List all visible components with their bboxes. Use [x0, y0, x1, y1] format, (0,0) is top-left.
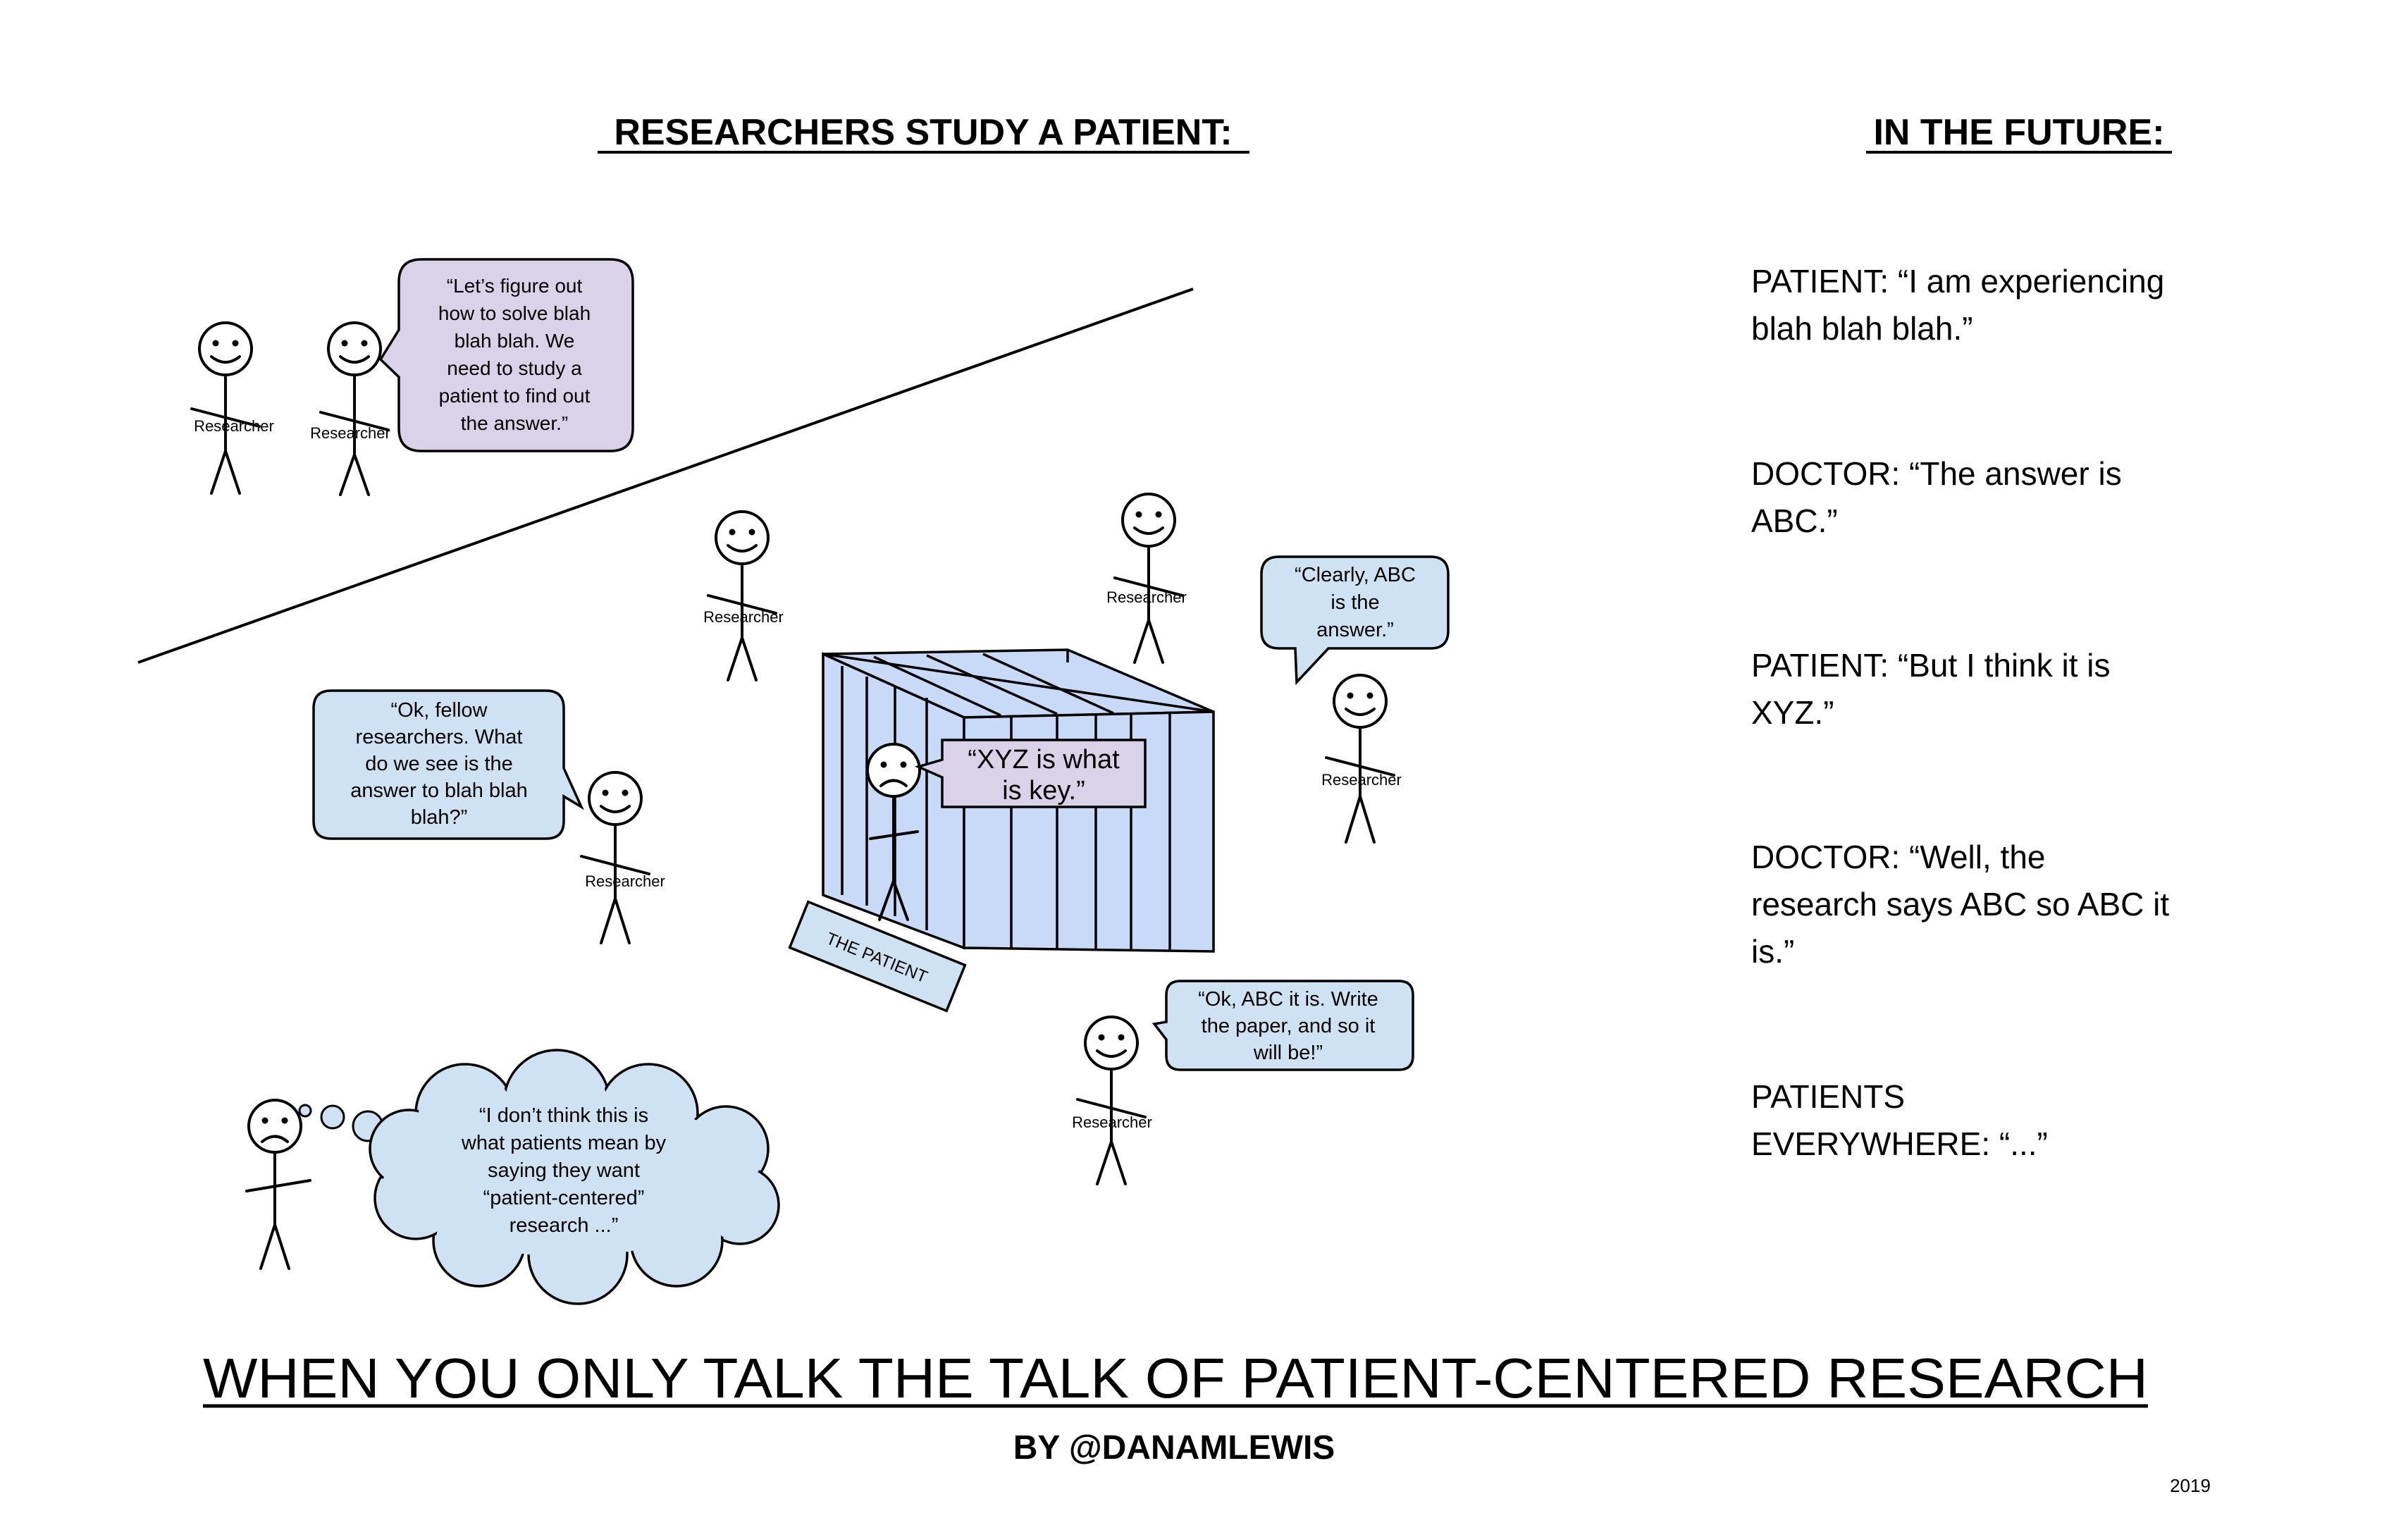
speech-bubble-patient-text: “XYZ is what is key.” [968, 745, 1120, 806]
researcher-figure-7 [1076, 1016, 1147, 1185]
svg-text:“I don’t think this is: “I don’t think this is [479, 1104, 648, 1127]
svg-text:research ...”: research ...” [510, 1214, 619, 1237]
dialogue-doctor-2: DOCTOR: “Well, the [1751, 839, 2045, 875]
researcher-figure-5 [1325, 674, 1395, 844]
thought-cloud-text: “I don’t think this is what patients mea… [461, 1104, 667, 1237]
svg-text:what patients mean by: what patients mean by [461, 1132, 667, 1154]
svg-text:need to study a: need to study a [447, 357, 582, 379]
speech-bubble-left [312, 689, 584, 840]
footer-title: WHEN YOU ONLY TALK THE TALK OF PATIENT-C… [203, 1347, 2148, 1409]
researcher-label: Researcher [585, 872, 665, 890]
speech-bubble-top [378, 258, 634, 452]
researcher-figure-3 [707, 510, 777, 681]
researcher-figure-6 [580, 771, 650, 944]
svg-text:“Ok, ABC it is. Write: “Ok, ABC it is. Write [1198, 988, 1378, 1011]
dialogue-patient-2: PATIENT: “But I think it is [1751, 647, 2111, 684]
thought-dot-medium [320, 1104, 345, 1130]
svg-text:“Clearly, ABC: “Clearly, ABC [1295, 564, 1416, 586]
svg-text:blah blah blah.”: blah blah blah.” [1751, 310, 1973, 347]
patient-figure [866, 743, 921, 921]
speech-bubble-bottom-right [1151, 980, 1414, 1071]
sad-patient-figure [245, 1099, 311, 1270]
svg-text:“XYZ is what: “XYZ is what [968, 745, 1120, 775]
speech-bubble-top-text: “Let’s figure out how to solve blah blah… [438, 275, 591, 434]
svg-text:researchers. What: researchers. What [356, 726, 523, 748]
speech-bubble-patient [914, 739, 1147, 808]
left-heading: RESEARCHERS STUDY A PATIENT: [614, 112, 1232, 153]
right-heading: IN THE FUTURE: [1873, 112, 2164, 153]
thought-cloud [369, 1049, 780, 1305]
svg-text:patient to find out: patient to find out [439, 385, 591, 407]
speech-bubble-right-text: “Clearly, ABC is the answer.” [1295, 564, 1416, 641]
researcher-label: Researcher [194, 417, 274, 435]
svg-text:research says ABC so ABC it: research says ABC so ABC it [1751, 886, 2169, 923]
speech-bubble-bottom-right-text: “Ok, ABC it is. Write the paper, and so … [1198, 988, 1378, 1064]
divider-line [137, 288, 1194, 664]
svg-text:XYZ.”: XYZ.” [1751, 694, 1834, 731]
dialogue-patient-1: PATIENT: “I am experiencing [1751, 263, 2164, 300]
speech-bubble-left-text: “Ok, fellow researchers. What do we see … [350, 699, 528, 829]
researcher-label: Researcher [1321, 771, 1402, 789]
svg-text:“Let’s figure out: “Let’s figure out [447, 275, 583, 297]
researcher-label: Researcher [703, 608, 784, 626]
svg-text:saying they want: saying they want [488, 1159, 640, 1182]
researcher-label: Researcher [1106, 588, 1187, 606]
footer-byline: BY @DANAMLEWIS [1013, 1429, 1335, 1467]
dialogue-patients-everywhere: PATIENTS [1751, 1078, 1905, 1115]
svg-text:“patient-centered”: “patient-centered” [483, 1187, 645, 1209]
svg-text:answer.”: answer.” [1316, 619, 1394, 641]
svg-text:do we see is the: do we see is the [365, 753, 513, 775]
svg-text:EVERYWHERE: “...”: EVERYWHERE: “...” [1751, 1125, 2048, 1162]
svg-text:the paper, and so it: the paper, and so it [1202, 1015, 1376, 1037]
year-label: 2019 [2170, 1475, 2211, 1496]
svg-text:is.”: is.” [1751, 933, 1794, 970]
dialogue-doctor-1: DOCTOR: “The answer is [1751, 455, 2122, 492]
svg-text:will be!”: will be!” [1253, 1042, 1323, 1064]
svg-text:“Ok, fellow: “Ok, fellow [391, 699, 488, 722]
svg-text:is key.”: is key.” [1002, 776, 1085, 806]
svg-text:blah blah. We: blah blah. We [455, 330, 575, 352]
researcher-label: Researcher [310, 424, 390, 442]
thought-dot-small [298, 1104, 312, 1118]
svg-text:is the: is the [1330, 591, 1379, 614]
svg-text:how to solve blah: how to solve blah [438, 302, 591, 324]
researcher-figure-1 [190, 321, 261, 495]
svg-text:the answer.”: the answer.” [461, 412, 569, 434]
svg-text:answer to blah blah: answer to blah blah [350, 779, 528, 802]
svg-text:ABC.”: ABC.” [1751, 502, 1838, 539]
researcher-figure-4 [1113, 493, 1184, 664]
speech-bubble-right [1260, 555, 1450, 686]
researcher-figure-2 [319, 321, 390, 496]
future-dialogue: PATIENT: “I am experiencing blah blah bl… [1751, 263, 2169, 1162]
svg-text:blah?”: blah?” [411, 806, 468, 829]
researcher-label: Researcher [1072, 1113, 1152, 1131]
